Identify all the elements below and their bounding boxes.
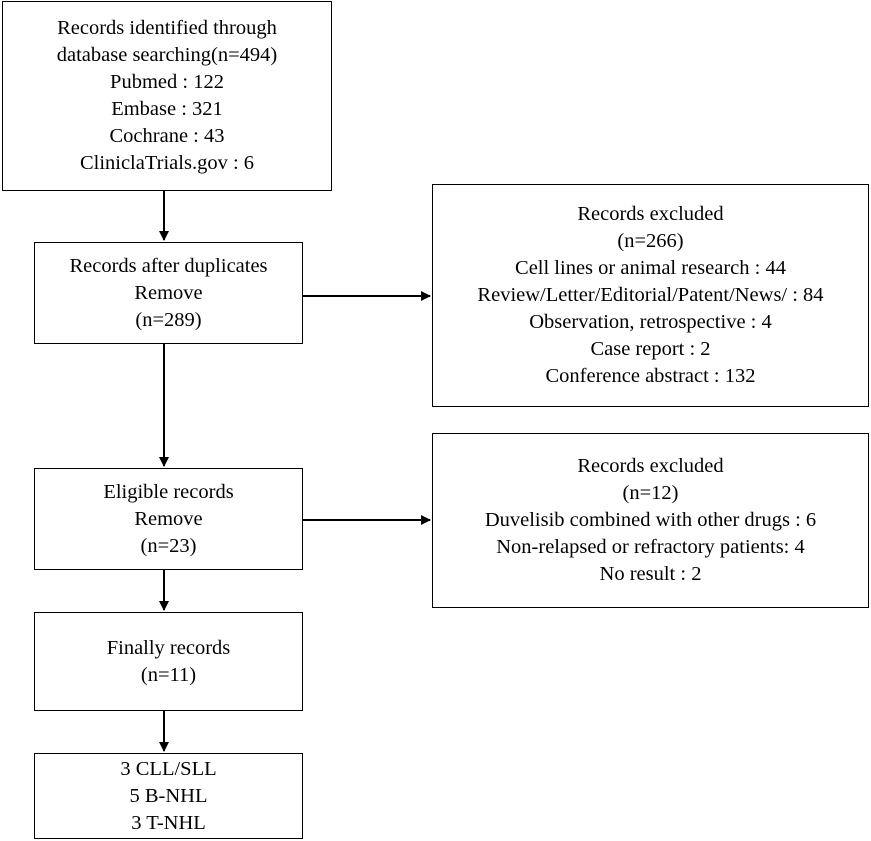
eligible-count: (n=23) [140,534,197,557]
cochrane-count: Cochrane : 43 [109,125,225,147]
excluded-case-report: Case report : 2 [590,338,711,360]
after-duplicates-title: Records after duplicates [69,254,268,277]
excluded-first-count: (n=266) [617,230,684,252]
finally-records-box: Finally records (n=11) [34,612,303,711]
records-identified-total: database searching(n=494) [56,44,278,66]
finally-count: (n=11) [140,663,197,686]
breakdown-cll-sll: 3 CLL/SLL [120,757,217,780]
clinicaltrials-count: CliniclaTrials.gov : 6 [79,152,255,174]
excluded-no-result: No result : 2 [599,563,702,585]
excluded-conference: Conference abstract : 132 [545,365,756,387]
records-after-duplicates-box: Records after duplicates Remove (n=289) [34,242,303,344]
records-identified-box: Records identified through database sear… [2,1,332,191]
excluded-combined-drugs: Duvelisib combined with other drugs : 6 [484,509,817,531]
after-duplicates-count: (n=289) [135,308,202,331]
excluded-observation: Observation, retrospective : 4 [529,311,772,333]
records-excluded-first-box: Records excluded (n=266) Cell lines or a… [432,184,869,407]
after-duplicates-subtitle: Remove [134,281,203,304]
excluded-second-title: Records excluded [577,455,724,477]
pubmed-count: Pubmed : 122 [110,71,224,93]
breakdown-b-nhl: 5 B-NHL [129,784,208,807]
finally-title: Finally records [106,636,231,659]
records-identified-title: Records identified through [57,17,277,39]
breakdown-t-nhl: 3 T-NHL [131,811,206,834]
embase-count: Embase : 321 [111,98,223,120]
excluded-second-count: (n=12) [622,482,679,504]
excluded-cell-lines: Cell lines or animal research : 44 [515,257,786,279]
breakdown-box: 3 CLL/SLL 5 B-NHL 3 T-NHL [34,753,303,839]
excluded-review: Review/Letter/Editorial/Patent/News/ : 8… [477,284,824,306]
eligible-records-box: Eligible records Remove (n=23) [34,468,303,570]
excluded-first-title: Records excluded [577,203,724,225]
eligible-title: Eligible records [103,480,234,503]
records-excluded-second-box: Records excluded (n=12) Duvelisib combin… [432,433,869,608]
eligible-subtitle: Remove [134,507,203,530]
excluded-non-relapsed: Non-relapsed or refractory patients: 4 [496,536,805,558]
